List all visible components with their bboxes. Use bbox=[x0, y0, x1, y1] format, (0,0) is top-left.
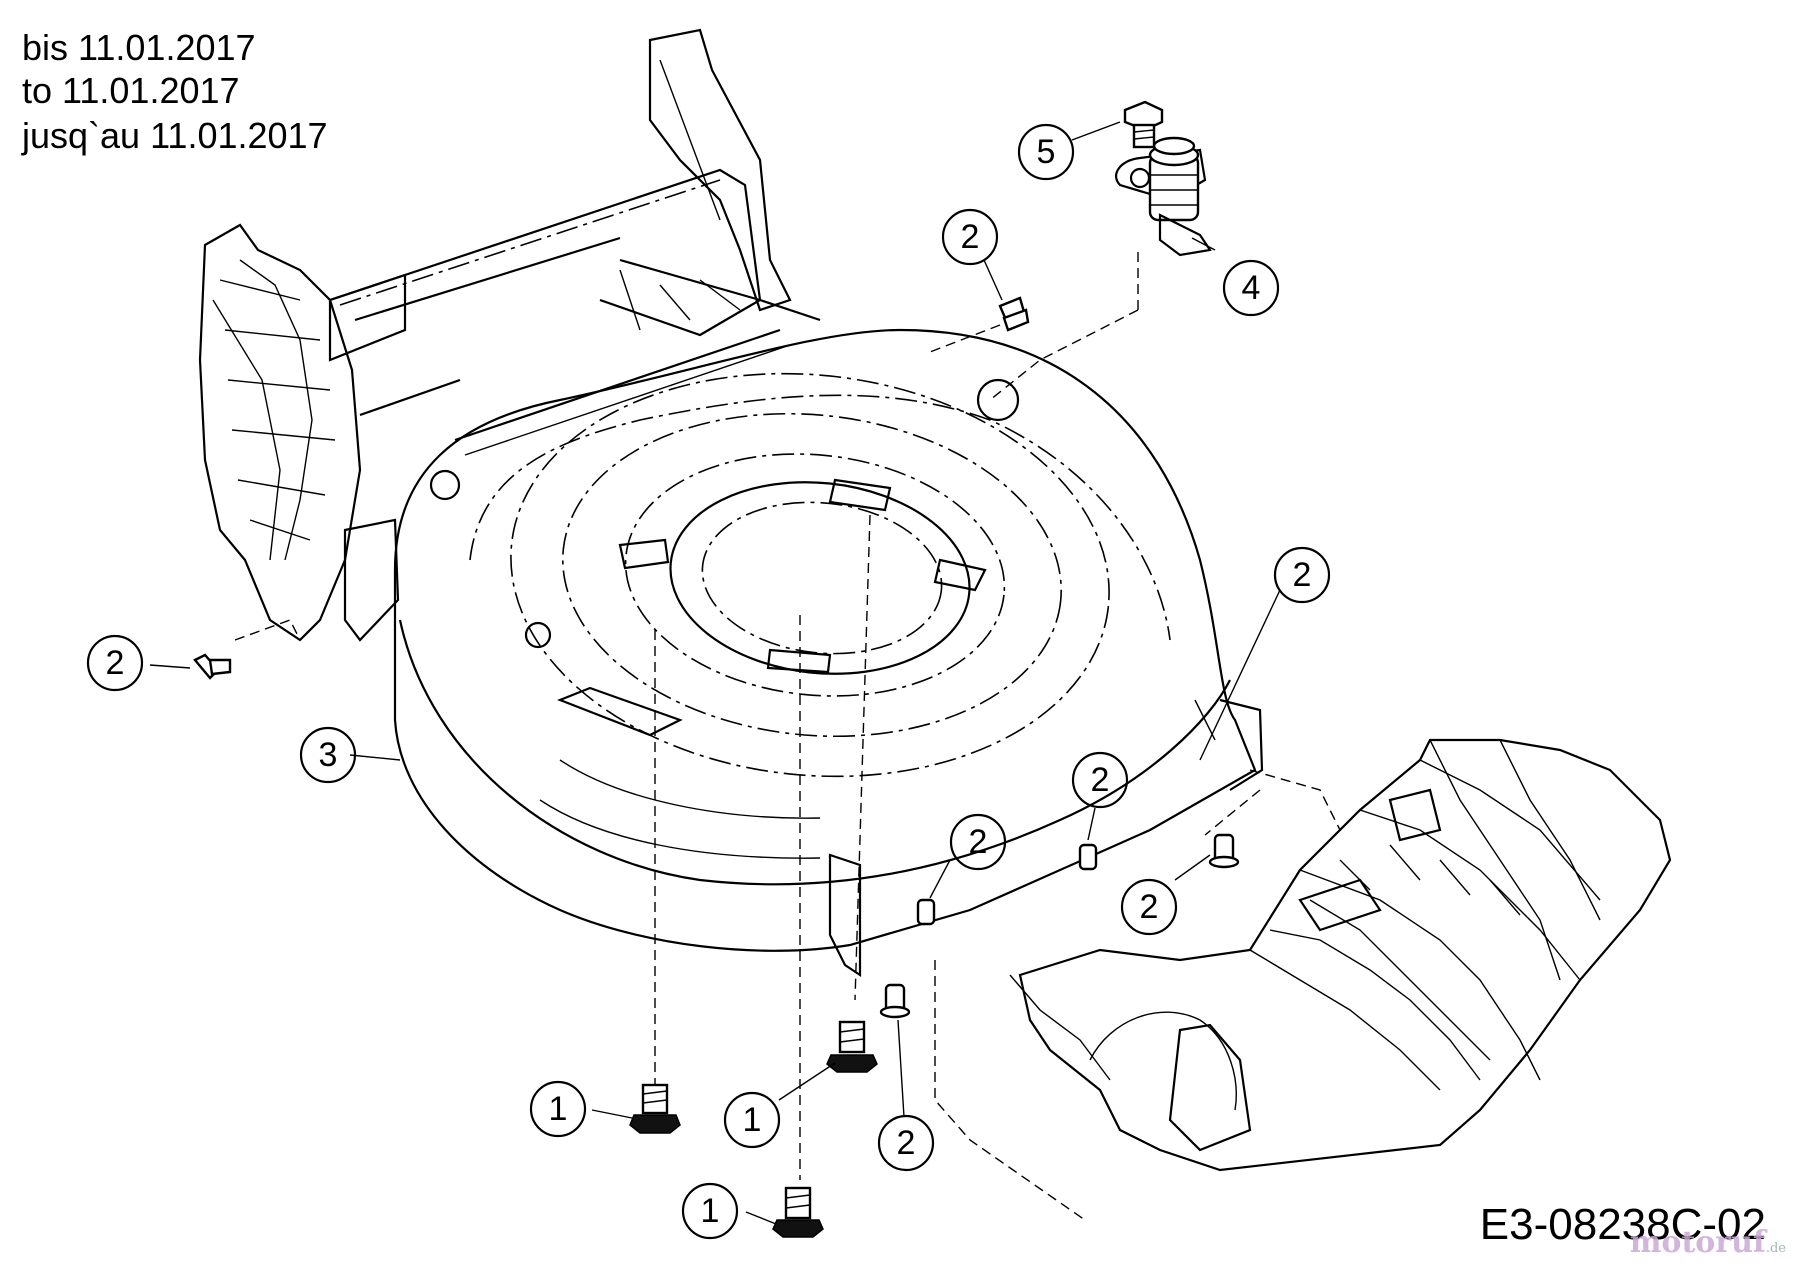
mower-deck bbox=[343, 328, 1264, 978]
svg-text:1: 1 bbox=[701, 1192, 720, 1230]
bolt-1-left bbox=[629, 1083, 681, 1134]
callout-2-left: 2 bbox=[86, 634, 144, 692]
svg-text:1: 1 bbox=[743, 1101, 762, 1139]
drawing-code: E3-08238C-02 bbox=[1479, 1200, 1766, 1249]
callout-2-top: 2 bbox=[941, 208, 999, 266]
callout-3: 3 bbox=[299, 726, 357, 784]
svg-text:4: 4 bbox=[1242, 269, 1261, 307]
rear-flap bbox=[1009, 738, 1672, 1172]
pin-2-top bbox=[998, 296, 1030, 332]
callout-2-right: 2 bbox=[1273, 546, 1331, 604]
svg-text:2: 2 bbox=[1293, 556, 1312, 594]
callout-1-mid: 1 bbox=[723, 1091, 781, 1149]
svg-text:5: 5 bbox=[1037, 133, 1056, 171]
callout-2-mid-right: 2 bbox=[1071, 751, 1129, 809]
pin-2-mid bbox=[916, 898, 936, 926]
svg-text:2: 2 bbox=[106, 644, 125, 682]
callout-1-left: 1 bbox=[529, 1080, 587, 1138]
pin-2-left bbox=[193, 653, 232, 680]
callout-4: 4 bbox=[1222, 259, 1280, 317]
bolt-1-bottom bbox=[772, 1186, 824, 1238]
rear-frame bbox=[198, 28, 821, 642]
bolt-5 bbox=[1123, 100, 1164, 149]
svg-text:2: 2 bbox=[961, 218, 980, 256]
callout-1-bottom: 1 bbox=[681, 1182, 739, 1240]
pin-2-bottom bbox=[879, 983, 911, 1019]
date-label-en: to 11.01.2017 bbox=[22, 70, 240, 111]
svg-text:2: 2 bbox=[897, 1124, 916, 1162]
svg-text:2: 2 bbox=[969, 823, 988, 861]
height-adjuster-part bbox=[1115, 136, 1212, 257]
pin-2-mid-right bbox=[1078, 843, 1098, 871]
callout-2-bottom: 2 bbox=[877, 1114, 935, 1172]
date-label-de: bis 11.01.2017 bbox=[22, 27, 256, 68]
callout-5: 5 bbox=[1017, 123, 1075, 181]
svg-text:3: 3 bbox=[319, 736, 338, 774]
callout-2-low-right: 2 bbox=[1120, 878, 1178, 936]
watermark-logo: motoruf.de bbox=[1629, 1225, 1786, 1260]
svg-text:2: 2 bbox=[1091, 761, 1110, 799]
callout-leaders bbox=[149, 121, 1281, 1225]
svg-text:1: 1 bbox=[549, 1090, 568, 1128]
bolt-1-mid bbox=[826, 1020, 878, 1073]
date-label-fr: jusq`au 11.01.2017 bbox=[22, 115, 328, 156]
pin-2-low-right bbox=[1208, 833, 1240, 869]
callout-2-mid: 2 bbox=[949, 813, 1007, 871]
svg-text:2: 2 bbox=[1140, 888, 1159, 926]
